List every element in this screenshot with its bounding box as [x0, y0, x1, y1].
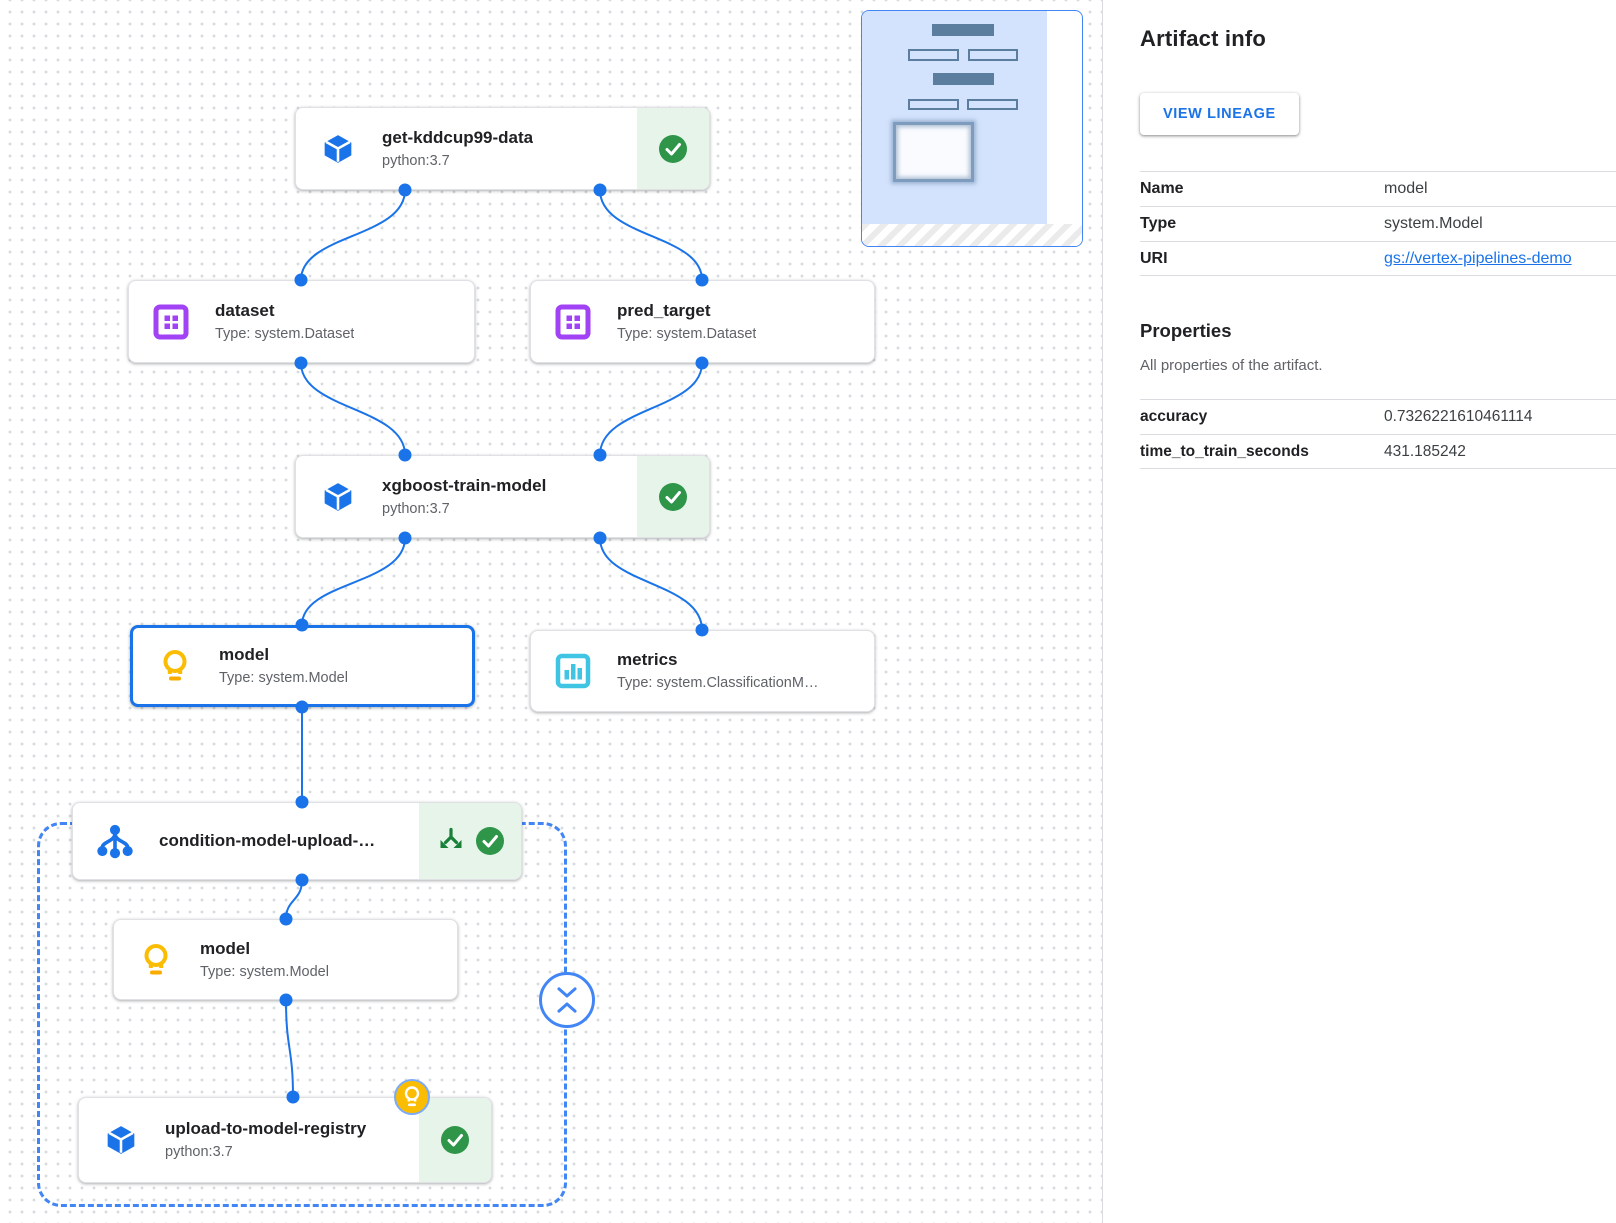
- table-row: time_to_train_seconds 431.185242: [1140, 434, 1616, 469]
- minimap-artifact-node: [967, 99, 1018, 110]
- row-label: Type: [1140, 215, 1177, 232]
- properties-subtitle: All properties of the artifact.: [1140, 357, 1323, 374]
- row-value: system.Model: [1384, 215, 1483, 232]
- check-circle-icon: [476, 827, 504, 855]
- table-row: URI gs://vertex-pipelines-demo: [1140, 241, 1616, 276]
- node-texts: model Type: system.Model: [200, 938, 329, 982]
- node-dataset[interactable]: dataset Type: system.Dataset: [128, 280, 475, 363]
- node-xgboost-train-model[interactable]: xgboost-train-model python:3.7: [295, 455, 710, 538]
- status-strip: [637, 108, 709, 189]
- check-circle-icon: [441, 1126, 469, 1154]
- row-value: 431.185242: [1384, 442, 1466, 460]
- dataset-icon: [151, 303, 191, 341]
- node-title: xgboost-train-model: [382, 475, 547, 495]
- node-texts: get-kddcup99-data python:3.7: [382, 127, 533, 171]
- status-strip: [419, 1098, 491, 1182]
- status-strip: [637, 456, 709, 537]
- properties-table: accuracy 0.7326221610461114 time_to_trai…: [1140, 399, 1616, 469]
- node-title: dataset: [215, 300, 275, 320]
- row-value: model: [1384, 180, 1428, 197]
- condition-icon: [95, 823, 135, 859]
- row-label: URI: [1140, 249, 1168, 267]
- node-texts: xgboost-train-model python:3.7: [382, 475, 546, 519]
- minimap-artifact-node: [908, 99, 959, 110]
- node-subtitle: Type: system.Model: [200, 963, 329, 980]
- table-row: Type system.Model: [1140, 206, 1616, 241]
- panel-divider: [1102, 0, 1103, 1223]
- node-pred-target[interactable]: pred_target Type: system.Dataset: [530, 280, 875, 363]
- minimap-navigator[interactable]: [861, 10, 1083, 247]
- panel-title: Artifact info: [1140, 26, 1267, 51]
- metrics-icon: [553, 652, 593, 690]
- row-value: 0.7326221610461114: [1384, 408, 1533, 425]
- node-texts: pred_target Type: system.Dataset: [617, 300, 756, 344]
- node-subtitle: python:3.7: [382, 152, 450, 169]
- node-texts: dataset Type: system.Dataset: [215, 300, 354, 344]
- dataset-icon: [553, 303, 593, 341]
- node-subtitle: Type: system.Model: [219, 670, 348, 686]
- cube-icon: [101, 1124, 141, 1156]
- node-title: model: [219, 645, 270, 664]
- node-texts: metrics Type: system.ClassificationM…: [617, 649, 818, 693]
- lightbulb-icon: [155, 647, 195, 685]
- node-subtitle: python:3.7: [165, 1144, 233, 1160]
- artifact-info-table: Name model Type system.Model URI gs://ve…: [1140, 171, 1616, 276]
- node-title: condition-model-upload-…: [159, 831, 376, 850]
- minimap-graph-area: [862, 11, 1047, 226]
- lightbulb-badge-icon: [394, 1079, 430, 1115]
- node-model-condition[interactable]: model Type: system.Model: [113, 919, 458, 1000]
- collapse-group-button[interactable]: [539, 972, 595, 1028]
- check-circle-icon: [659, 482, 687, 511]
- node-texts: upload-to-model-registry python:3.7: [165, 1118, 366, 1162]
- table-row: Name model: [1140, 171, 1616, 206]
- cube-icon: [318, 133, 358, 165]
- row-label: time_to_train_seconds: [1140, 442, 1309, 460]
- pipeline-canvas[interactable]: get-kddcup99-data python:3.7 dataset Typ…: [0, 0, 1102, 1223]
- branch-split-icon: [436, 827, 466, 855]
- node-title: metrics: [617, 650, 678, 669]
- minimap-artifact-node: [968, 49, 1018, 61]
- node-upload-to-model-registry[interactable]: upload-to-model-registry python:3.7: [78, 1079, 492, 1183]
- node-condition-model-upload[interactable]: condition-model-upload-…: [72, 802, 522, 880]
- minimap-viewport[interactable]: [893, 122, 974, 182]
- node-model-selected[interactable]: model Type: system.Model: [130, 625, 475, 707]
- lightbulb-icon: [136, 941, 176, 979]
- node-subtitle: Type: system.Dataset: [215, 325, 355, 342]
- row-label: accuracy: [1140, 408, 1208, 425]
- table-row: accuracy 0.7326221610461114: [1140, 399, 1616, 434]
- node-title: model: [200, 938, 251, 958]
- node-subtitle: python:3.7: [382, 500, 450, 517]
- node-title: pred_target: [617, 300, 711, 320]
- node-subtitle: Type: system.Dataset: [617, 325, 757, 342]
- artifact-info-panel: Artifact info VIEW LINEAGE Name model Ty…: [1103, 0, 1616, 1223]
- node-title: upload-to-model-registry: [165, 1119, 367, 1138]
- view-lineage-button[interactable]: VIEW LINEAGE: [1140, 93, 1299, 135]
- node-subtitle: Type: system.ClassificationM…: [617, 675, 819, 691]
- node-title: get-kddcup99-data: [382, 127, 534, 147]
- node-texts: condition-model-upload-…: [159, 830, 375, 852]
- minimap-exec-node: [933, 73, 994, 85]
- cube-icon: [318, 481, 358, 513]
- uri-link[interactable]: gs://vertex-pipelines-demo: [1384, 249, 1572, 267]
- collapse-vertical-icon: [557, 987, 577, 1013]
- node-texts: model Type: system.Model: [219, 644, 348, 688]
- minimap-hatch-area: [862, 224, 1082, 246]
- minimap-artifact-node: [908, 49, 959, 61]
- status-strip: [419, 803, 521, 879]
- check-circle-icon: [659, 134, 687, 163]
- properties-title: Properties: [1140, 320, 1232, 341]
- row-label: Name: [1140, 180, 1184, 197]
- minimap-exec-node: [932, 24, 994, 36]
- node-get-kddcup99-data[interactable]: get-kddcup99-data python:3.7: [295, 107, 710, 190]
- node-metrics[interactable]: metrics Type: system.ClassificationM…: [530, 630, 875, 712]
